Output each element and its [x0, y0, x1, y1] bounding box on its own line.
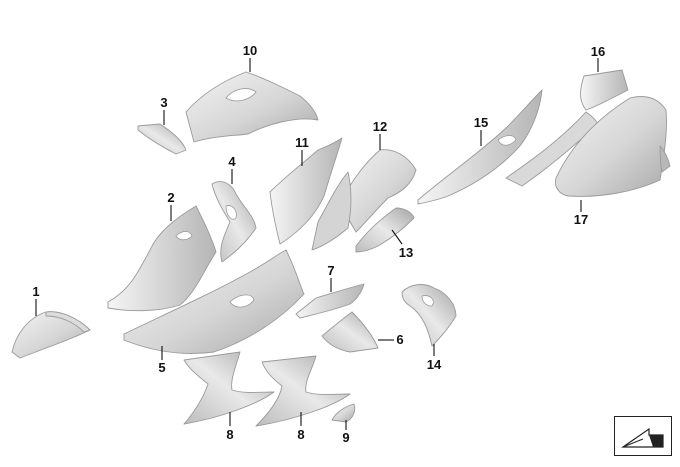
- part-5-vent: [229, 294, 255, 308]
- part-16-tail-strip: [505, 111, 599, 187]
- part-7-trim-strip[interactable]: [295, 283, 365, 319]
- callout-14[interactable]: 14: [426, 357, 442, 372]
- part-15-cutout: [497, 135, 517, 146]
- part-16-tail-piece[interactable]: [580, 69, 629, 111]
- part-14-rear-bracket[interactable]: [401, 284, 457, 347]
- callout-17[interactable]: 17: [573, 212, 589, 227]
- part-10-upper-cover[interactable]: [185, 71, 319, 143]
- callout-8a[interactable]: 8: [226, 427, 234, 442]
- callout-5[interactable]: 5: [158, 360, 166, 375]
- leader-13: [391, 229, 403, 245]
- leader-lines: [35, 58, 599, 430]
- part-6-cover[interactable]: [321, 311, 379, 353]
- callout-4[interactable]: 4: [228, 154, 236, 169]
- callout-10[interactable]: 10: [242, 43, 258, 58]
- exploded-view-arrow-glyph: [621, 427, 664, 448]
- part-8-knee-pad-left[interactable]: [183, 351, 275, 425]
- callout-11[interactable]: 11: [295, 135, 309, 150]
- part-2-vent: [175, 231, 193, 241]
- callout-8b[interactable]: 8: [297, 427, 305, 442]
- part-12-tank-side: [311, 171, 352, 251]
- callout-9[interactable]: 9: [342, 430, 350, 445]
- callout-6[interactable]: 6: [396, 332, 404, 347]
- callout-3[interactable]: 3: [160, 95, 168, 110]
- callout-2[interactable]: 2: [167, 190, 175, 205]
- callout-7[interactable]: 7: [327, 263, 335, 278]
- part-4-inner-trim[interactable]: [211, 181, 257, 263]
- callout-13[interactable]: 13: [398, 245, 414, 260]
- part-15-rear-side-panel[interactable]: [417, 89, 543, 205]
- part-9-clip[interactable]: [331, 403, 356, 423]
- part-1-windscreen-edge: [45, 311, 91, 333]
- exploded-view-arrow-icon[interactable]: [614, 416, 672, 456]
- callout-16[interactable]: 16: [590, 44, 606, 59]
- part-4-opening: [225, 205, 237, 220]
- part-14-opening: [421, 295, 434, 307]
- callout-12[interactable]: 12: [372, 119, 388, 134]
- part-1-windscreen[interactable]: [11, 311, 91, 359]
- part-11-side-panel[interactable]: [269, 137, 343, 245]
- part-12-tank-cover[interactable]: [341, 149, 417, 233]
- part-13-small-panel[interactable]: [355, 207, 415, 253]
- part-8-knee-pad-right[interactable]: [255, 355, 351, 427]
- part-17-rear-tip: [659, 145, 671, 173]
- part-17-rear-cover[interactable]: [555, 96, 667, 197]
- part-5-lower-panel[interactable]: [123, 249, 305, 354]
- callout-15[interactable]: 15: [473, 115, 489, 130]
- part-10-opening: [225, 88, 257, 102]
- part-3-bracket[interactable]: [137, 123, 187, 155]
- callout-1[interactable]: 1: [32, 284, 40, 299]
- part-2-side-fairing[interactable]: [107, 205, 217, 312]
